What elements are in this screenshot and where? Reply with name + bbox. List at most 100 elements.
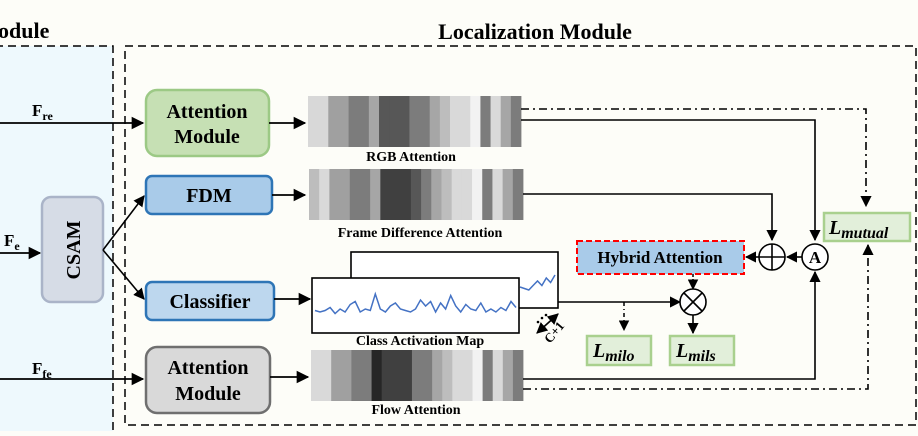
- attention-bar-segment: [370, 169, 381, 220]
- attention-bar-segment: [328, 96, 339, 147]
- attention-bar-segment: [311, 350, 322, 401]
- attention-bar-segment: [442, 350, 453, 401]
- loss-milo: Lmilo: [585, 334, 653, 367]
- flow-attention-module-line2: Module: [175, 383, 241, 405]
- attention-bar-segment: [510, 96, 522, 147]
- attention-bar-segment: [452, 350, 463, 401]
- attention-bar-segment: [411, 350, 423, 401]
- fdm-block[interactable]: FDM: [144, 174, 274, 216]
- attention-bar-segment: [368, 96, 380, 147]
- attention-bar-segment: [480, 96, 491, 147]
- attention-bar-segment: [401, 350, 413, 401]
- attention-bar-segment: [318, 96, 329, 147]
- attention-bar-segment: [389, 96, 400, 147]
- attention-bar-segment: [341, 350, 352, 401]
- attention-bar-segment: [421, 169, 432, 220]
- attention-bar-segment: [502, 350, 514, 401]
- attention-bar-segment: [512, 350, 524, 401]
- rgb-attention-module-line2: Module: [174, 126, 240, 148]
- attention-bar-segment: [482, 350, 494, 401]
- attention-bar-segment: [429, 96, 441, 147]
- attention-bar-segment: [308, 96, 319, 147]
- cam-label: Class Activation Map: [356, 334, 485, 349]
- attention-bar-segment: [472, 169, 483, 220]
- attention-bar-segment: [400, 169, 412, 220]
- attention-bar-segment: [348, 96, 360, 147]
- attention-bar-segment: [512, 169, 524, 220]
- attention-bar-segment: [410, 169, 422, 220]
- rgb-to-mutual-loss-line: [521, 108, 872, 208]
- attention-bar-segment: [381, 350, 393, 401]
- attention-bar-segment: [319, 169, 330, 220]
- flow-attention-module-block[interactable]: Attention Module: [144, 345, 272, 415]
- arrow-csam-to-fdm: [102, 195, 145, 251]
- fda-to-add-line: [523, 193, 778, 242]
- attention-bar-segment: [409, 96, 420, 147]
- hybrid-attention-block[interactable]: Hybrid Attention: [576, 240, 745, 275]
- csam-block[interactable]: CSAM: [40, 195, 105, 304]
- input-label-f-fe: Ffe: [32, 359, 52, 381]
- attention-bar-segment: [432, 350, 443, 401]
- attention-bar-segment: [391, 350, 403, 401]
- csam-label: CSAM: [63, 220, 85, 279]
- frame-difference-attention-bar: [309, 169, 524, 220]
- attention-bar-segment: [380, 169, 391, 220]
- cam-dim-dot: [536, 320, 540, 324]
- attention-bar-segment: [331, 350, 342, 401]
- flow-attention-module-line1: Attention: [167, 357, 248, 379]
- feature-module-title: odule: [0, 18, 50, 43]
- attention-bar-segment: [399, 96, 410, 147]
- attention-bar-segment: [338, 96, 349, 147]
- attention-bar-segment: [462, 350, 473, 401]
- attention-bar-segment: [502, 169, 514, 220]
- rgb-attention-module-block[interactable]: Attention Module: [144, 88, 271, 158]
- attention-bar-segment: [461, 169, 473, 220]
- classifier-block[interactable]: Classifier: [144, 280, 276, 322]
- cam-dimension-arrow: [536, 313, 559, 334]
- fdm-label: FDM: [186, 185, 232, 207]
- attention-bar-segment: [351, 350, 362, 401]
- add-operator: [758, 243, 786, 271]
- arrow-csam-to-classifier: [102, 249, 145, 300]
- attention-bar-segment: [422, 350, 433, 401]
- attention-bar-segment: [359, 169, 371, 220]
- class-activation-map: [311, 251, 559, 334]
- attention-bar-segment: [450, 96, 461, 147]
- attention-bar-segment: [500, 96, 512, 147]
- rgb-to-combine-line: [521, 119, 821, 242]
- rgb-attention-module-line1: Attention: [166, 101, 247, 123]
- loss-mils: Lmils: [668, 334, 736, 367]
- cam-dim-dot: [540, 316, 544, 320]
- attention-bar-segment: [329, 169, 340, 220]
- flow-attention-bar: [311, 350, 524, 401]
- localization-module-title: Localization Module: [438, 19, 632, 44]
- attention-bar-segment: [492, 169, 504, 220]
- input-label-f-re: Fre: [32, 101, 54, 123]
- cam-front-series: [314, 291, 517, 315]
- svg-text:Lmutual: Lmutual: [828, 217, 889, 242]
- attention-bar-segment: [358, 96, 370, 147]
- input-label-f-e: Fe: [4, 231, 20, 253]
- rgb-attention-label: RGB Attention: [366, 150, 456, 165]
- frame-difference-attention-label: Frame Difference Attention: [338, 226, 503, 241]
- attention-bar-segment: [339, 169, 351, 220]
- flow-to-combine-line: [523, 270, 821, 380]
- attention-bar-segment: [390, 169, 402, 220]
- hybrid-attention-label: Hybrid Attention: [597, 248, 723, 267]
- attention-bar-segment: [482, 169, 493, 220]
- attention-bar-segment: [439, 96, 451, 147]
- attention-bar-segment: [451, 169, 463, 220]
- rgb-attention-bar: [308, 96, 522, 147]
- attention-bar-segment: [309, 169, 320, 220]
- attention-bar-segment: [460, 96, 471, 147]
- cam-front-frame: [311, 277, 520, 334]
- loss-mutual: Lmutual: [822, 211, 912, 243]
- attention-bar-segment: [361, 350, 372, 401]
- attention-bar-segment: [321, 350, 332, 401]
- svg-text:Lmils: Lmils: [675, 340, 716, 365]
- cam-back-series: [519, 274, 556, 291]
- attention-bar-segment: [492, 350, 504, 401]
- attention-bar-segment: [431, 169, 442, 220]
- flow-attention-label: Flow Attention: [371, 403, 460, 418]
